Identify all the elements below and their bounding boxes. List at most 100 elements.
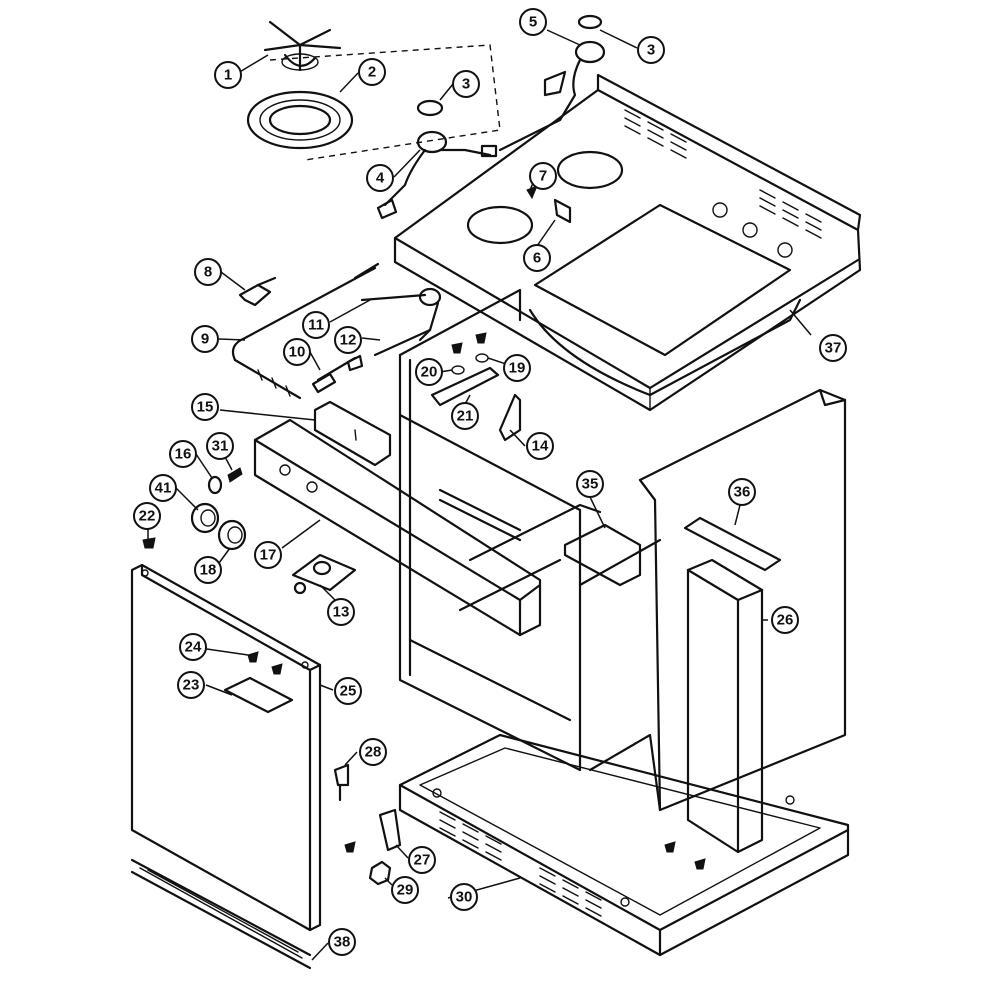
callout-label: 24: [185, 639, 202, 656]
door-seal-strip: [130, 858, 312, 970]
callout-label: 4: [376, 170, 385, 187]
burner-cap-right: [577, 14, 603, 30]
callout-3-right: 3: [637, 36, 665, 64]
burner-valve-left: [376, 130, 498, 220]
callout-41: 41: [149, 474, 177, 502]
callout-label: 10: [289, 344, 306, 361]
callout-label: 35: [582, 476, 599, 493]
callout-30: 30: [450, 883, 478, 911]
callout-label: 20: [421, 364, 438, 381]
burner-grate: [263, 20, 342, 72]
callout-label: 11: [308, 317, 324, 334]
mounting-bracket: [430, 366, 500, 407]
callout-label: 26: [777, 612, 794, 629]
broiler-pan: [563, 523, 642, 587]
callout-2: 2: [358, 58, 386, 86]
callout-17: 17: [254, 541, 282, 569]
callout-label: 36: [734, 484, 751, 501]
callout-label: 22: [139, 508, 156, 525]
igniter-wire: [373, 328, 432, 357]
hinge-pin: [333, 763, 350, 802]
callout-37: 37: [819, 334, 847, 362]
callout-label: 31: [212, 438, 229, 455]
burner-ring: [246, 90, 354, 150]
callout-23: 23: [177, 671, 205, 699]
callout-24: 24: [179, 633, 207, 661]
callout-label: 37: [825, 340, 842, 357]
control-bracket: [313, 400, 392, 467]
callout-25: 25: [334, 677, 362, 705]
cooktop-top: [393, 73, 862, 412]
callout-label: 23: [183, 677, 200, 694]
callout-label: 16: [175, 446, 192, 463]
callout-label: 8: [204, 264, 212, 281]
callout-7: 7: [529, 162, 557, 190]
callout-12: 12: [334, 326, 362, 354]
control-knob-41: [190, 502, 220, 534]
knob-spacer: [207, 475, 223, 495]
callout-label: 38: [334, 934, 351, 951]
vent-slots-base: [439, 811, 602, 917]
callout-38: 38: [328, 928, 356, 956]
callout-8: 8: [194, 258, 222, 286]
callout-label: 1: [224, 67, 232, 84]
callout-label: 21: [457, 408, 474, 425]
callout-28: 28: [359, 738, 387, 766]
gas-manifold-pipe: [231, 262, 380, 400]
callout-label: 41: [155, 480, 172, 497]
callout-label: 2: [368, 64, 376, 81]
callout-label: 5: [529, 14, 537, 31]
side-bracket: [498, 393, 522, 442]
callout-label: 29: [397, 882, 414, 899]
door-handle: [223, 676, 294, 714]
callout-label: 30: [456, 889, 473, 906]
callout-9: 9: [191, 325, 219, 353]
callout-label: 14: [532, 438, 549, 455]
door-hinge: [378, 808, 402, 852]
callout-label: 6: [533, 250, 541, 267]
callout-29: 29: [391, 876, 419, 904]
callout-36: 36: [728, 478, 756, 506]
clip: [553, 198, 572, 224]
oven-cabinet: [398, 288, 662, 812]
callout-label: 15: [197, 399, 214, 416]
screw: [526, 185, 538, 200]
callout-35: 35: [576, 470, 604, 498]
door-screw: [142, 537, 156, 549]
callout-label: 18: [200, 562, 217, 579]
callout-21: 21: [451, 402, 479, 430]
callout-16: 16: [169, 440, 197, 468]
handle-screws: [247, 651, 283, 675]
callout-label: 9: [201, 331, 209, 348]
callout-15: 15: [191, 393, 219, 421]
callout-11: 11: [302, 311, 330, 339]
callout-label: 3: [462, 76, 470, 93]
callout-label: 27: [414, 852, 431, 869]
callout-label: 25: [340, 683, 357, 700]
callout-5: 5: [519, 8, 547, 36]
burner-cap-left: [416, 99, 444, 117]
callout-31: 31: [206, 432, 234, 460]
callout-4: 4: [366, 164, 394, 192]
burner-valve-right: [498, 40, 606, 152]
callout-label: 13: [333, 604, 350, 621]
callout-20: 20: [415, 358, 443, 386]
callout-1: 1: [214, 61, 242, 89]
insulation-strip: [683, 516, 782, 572]
callout-label: 3: [647, 42, 655, 59]
callout-13: 13: [327, 598, 355, 626]
control-knob-18: [217, 519, 247, 551]
thermocouple: [360, 287, 442, 342]
callout-27: 27: [408, 846, 436, 874]
callout-label: 28: [365, 744, 382, 761]
side-panel: [638, 388, 847, 812]
callout-3-left: 3: [452, 70, 480, 98]
callout-label: 19: [509, 360, 526, 377]
valve-knob-bracket: [238, 276, 277, 307]
knob-screw: [227, 467, 243, 483]
callout-label: 17: [260, 547, 277, 564]
thermostat: [291, 553, 357, 595]
base-frame: [398, 733, 850, 957]
oven-door: [130, 563, 322, 932]
